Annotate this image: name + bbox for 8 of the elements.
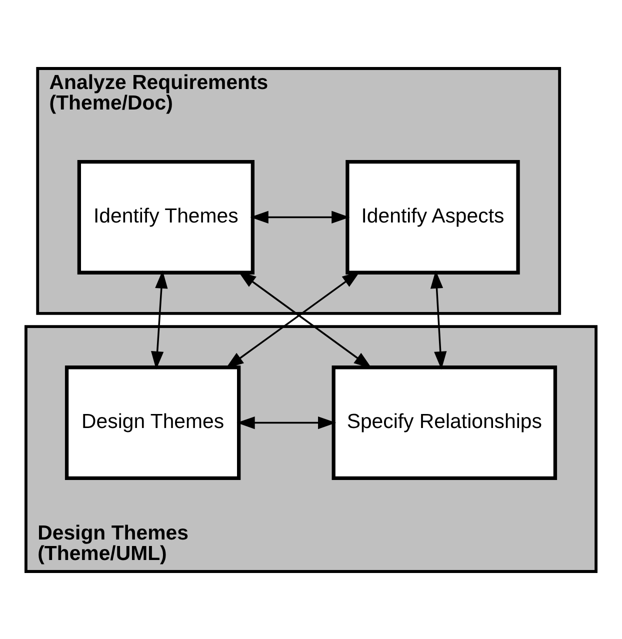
node-box: Identify Aspects <box>346 159 520 274</box>
node-box: Specify Relationships <box>332 365 558 480</box>
node-box: Design Themes <box>64 365 241 480</box>
arrow <box>430 270 447 370</box>
arrow <box>236 416 336 429</box>
arrow <box>151 270 168 370</box>
node-box: Identify Themes <box>77 159 254 274</box>
arrow <box>250 210 350 224</box>
